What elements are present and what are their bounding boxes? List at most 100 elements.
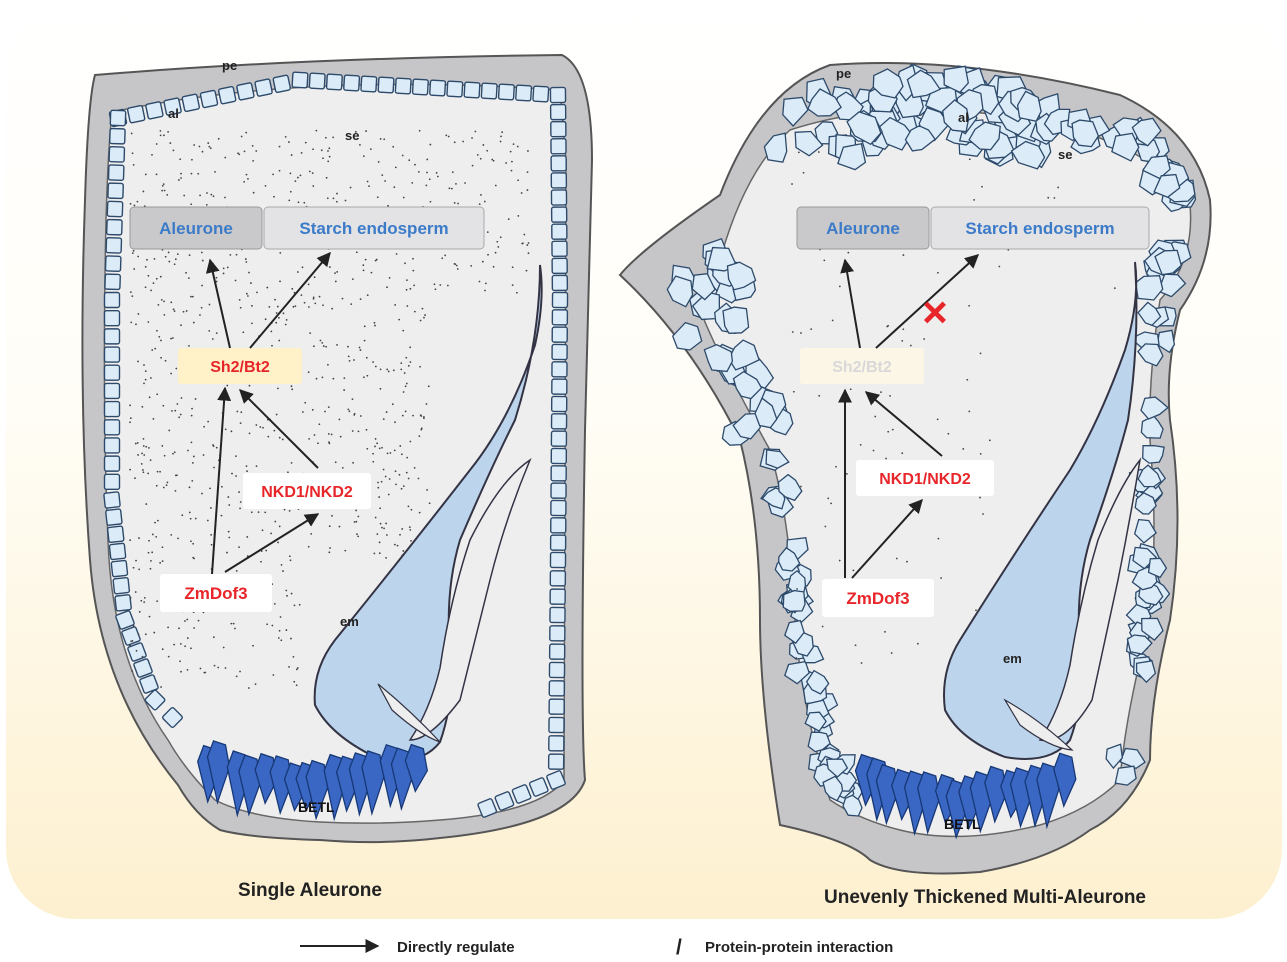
starch-granule [527,189,529,191]
starch-granule [178,627,180,629]
starch-granule [312,409,314,411]
starch-granule [336,201,338,203]
starch-granule [410,540,412,542]
starch-granule [212,338,214,340]
starch-granule [177,537,179,539]
starch-granule [212,444,214,446]
starch-granule [281,564,283,566]
starch-granule [383,528,385,530]
aleurone-cell [551,535,566,550]
starch-granule [148,447,150,449]
starch-granule [137,454,139,456]
starch-granule [444,255,446,257]
starch-granule [162,405,164,407]
starch-granule [178,416,180,418]
starch-granule [500,141,502,143]
starch-granule [223,267,225,269]
starch-granule [130,291,132,293]
starch-granule [183,311,185,313]
starch-granule [159,471,161,473]
starch-granule [418,171,420,173]
starch-granule [312,148,314,150]
starch-granule [145,174,147,176]
starch-granule [418,478,420,480]
left-se-label: se [345,128,359,143]
starch-granule [343,389,345,391]
starch-granule [452,171,454,173]
starch-granule [884,631,886,633]
starch-granule [256,465,258,467]
starch-granule [279,630,281,632]
aleurone-cell [105,474,120,489]
aleurone-cell [115,595,132,612]
starch-granule [321,256,323,258]
starch-granule [160,276,162,278]
starch-granule [193,558,195,560]
starch-granule [333,198,335,200]
starch-granule [404,372,406,374]
starch-granule [267,436,269,438]
starch-granule [304,402,306,404]
aleurone-cell [551,156,566,171]
starch-granule [896,558,898,560]
starch-granule [387,205,389,207]
starch-granule [272,173,274,175]
starch-granule [394,304,396,306]
starch-granule [874,416,876,418]
starch-granule [410,509,412,511]
starch-granule [1047,197,1049,199]
starch-granule [373,553,375,555]
starch-granule [968,411,970,413]
aleurone-cell [104,492,121,509]
starch-granule [137,633,139,635]
starch-granule [980,352,982,354]
starch-granule [332,378,334,380]
starch-granule [923,338,925,340]
starch-granule [376,533,378,535]
starch-granule [195,518,197,520]
starch-granule [513,143,515,145]
starch-granule [385,523,387,525]
aleurone-cell [105,329,120,344]
starch-granule [195,398,197,400]
starch-granule [265,318,267,320]
starch-granule [156,330,158,332]
starch-granule [285,136,287,138]
starch-granule [265,550,267,552]
starch-granule [408,505,410,507]
starch-granule [166,194,168,196]
starch-granule [383,418,385,420]
starch-granule [334,272,336,274]
starch-granule [213,636,215,638]
starch-granule [839,286,841,288]
starch-granule [887,325,889,327]
starch-granule [937,538,939,540]
starch-granule [366,429,368,431]
starch-granule [255,150,257,152]
starch-granule [418,435,420,437]
starch-granule [274,521,276,523]
right-caption: Unevenly Thickened Multi-Aleurone [824,887,1146,908]
starch-granule [795,657,797,659]
starch-granule [308,546,310,548]
starch-granule [214,665,216,667]
starch-granule [290,559,292,561]
starch-granule [982,513,984,515]
starch-granule [164,190,166,192]
starch-granule [380,388,382,390]
starch-granule [175,258,177,260]
starch-granule [426,403,428,405]
starch-granule [276,312,278,314]
starch-granule [150,568,152,570]
starch-granule [969,158,971,160]
starch-granule [203,672,205,674]
starch-granule [208,146,210,148]
starch-granule [279,526,281,528]
starch-granule [906,561,908,563]
starch-granule [331,434,333,436]
starch-granule [275,322,277,324]
starch-granule [151,551,153,553]
starch-granule [246,465,248,467]
starch-granule [246,174,248,176]
starch-granule [209,304,211,306]
